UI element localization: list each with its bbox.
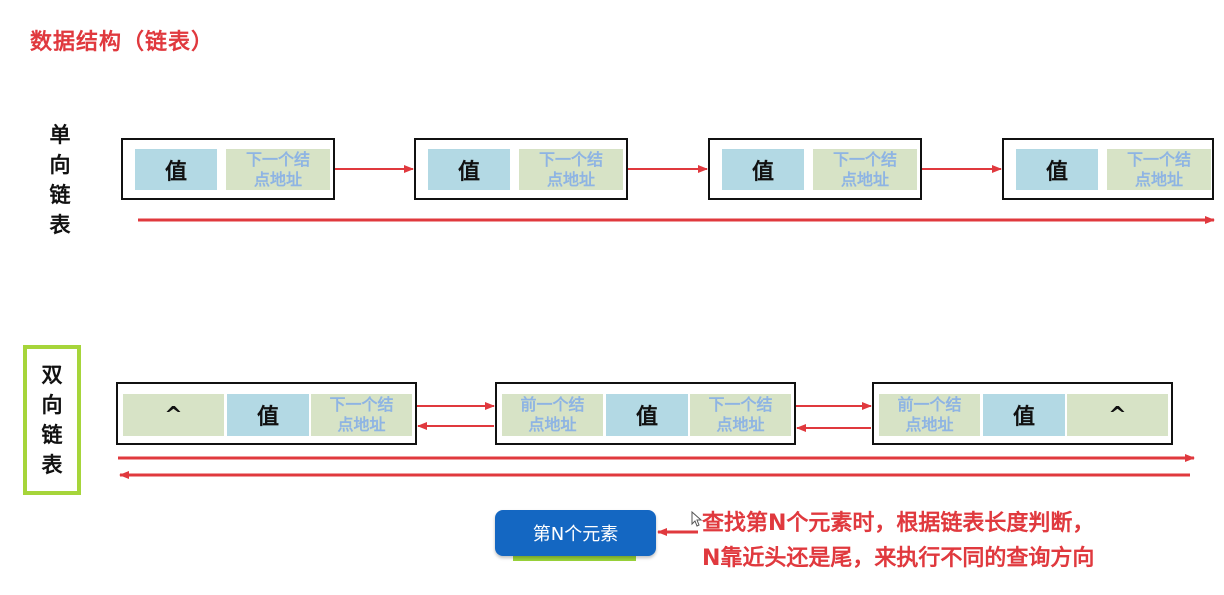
note-line-1: 查找第N个元素时，根据链表长度判断， [702, 511, 1095, 536]
doubly-node-2: 前一个结 点地址 值 下一个结 点地址 [495, 382, 796, 445]
node-value-cell: 值 [606, 394, 688, 436]
singly-node-3: 值 下一个结 点地址 [708, 138, 922, 200]
page-title: 数据结构（链表） [30, 30, 215, 55]
node-next-null-cell: ^ [1067, 394, 1168, 436]
node-value-cell: 值 [983, 394, 1065, 436]
singly-linked-list-label: 单 向 链 表 [49, 123, 71, 237]
button-highlight-bar [513, 552, 636, 561]
node-value-cell: 值 [1016, 149, 1098, 190]
singly-node-1: 值 下一个结 点地址 [121, 138, 335, 200]
node-next-pointer-cell: 下一个结 点地址 [813, 149, 917, 190]
node-next-pointer-cell: 下一个结 点地址 [311, 394, 412, 436]
singly-node-2: 值 下一个结 点地址 [414, 138, 628, 200]
node-next-pointer-cell: 下一个结 点地址 [519, 149, 623, 190]
node-value-cell: 值 [722, 149, 804, 190]
mouse-cursor-icon [691, 510, 703, 527]
node-prev-null-cell: ^ [123, 394, 224, 436]
doubly-node-1: ^ 值 下一个结 点地址 [116, 382, 417, 445]
node-next-pointer-cell: 下一个结 点地址 [1107, 149, 1211, 190]
node-prev-pointer-cell: 前一个结 点地址 [879, 394, 980, 436]
node-prev-pointer-cell: 前一个结 点地址 [502, 394, 603, 436]
nth-element-button[interactable]: 第N个元素 [495, 510, 656, 556]
doubly-linked-list-label-box: 双 向 链 表 [23, 345, 81, 495]
node-value-cell: 值 [227, 394, 309, 436]
doubly-linked-list-label: 双 向 链 表 [41, 363, 63, 477]
doubly-node-3: 前一个结 点地址 值 ^ [872, 382, 1173, 445]
singly-node-4: 值 下一个结 点地址 [1002, 138, 1214, 200]
node-next-pointer-cell: 下一个结 点地址 [690, 394, 791, 436]
node-value-cell: 值 [428, 149, 510, 190]
node-next-pointer-cell: 下一个结 点地址 [226, 149, 330, 190]
note-line-2: N靠近头还是尾，来执行不同的查询方向 [702, 546, 1095, 571]
node-value-cell: 值 [135, 149, 217, 190]
